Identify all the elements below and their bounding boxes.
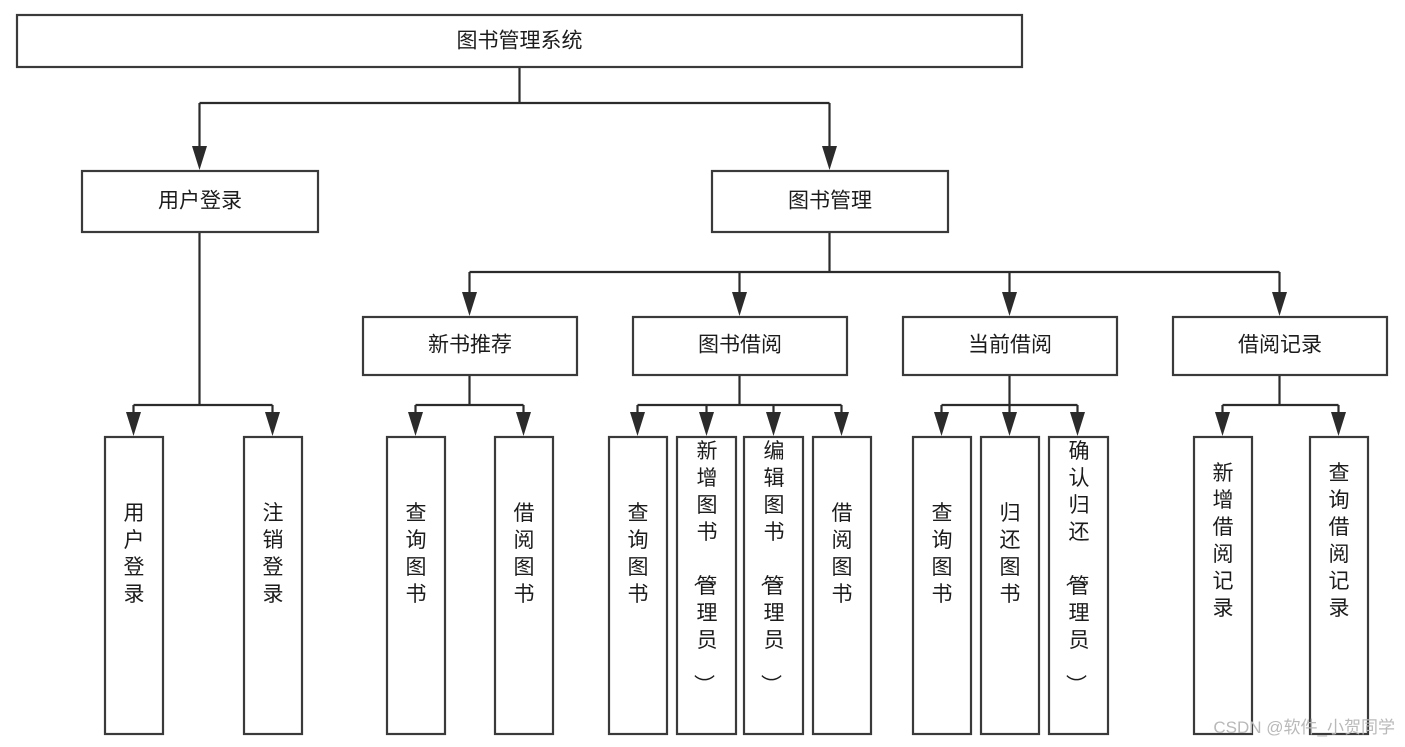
arrow-head-leaf-b2 (699, 412, 714, 436)
node-root-box[interactable] (15, 13, 1024, 69)
leaf-node-current-borrow-3[interactable]: 确认归还（管理员） (1047, 435, 1110, 736)
node-book-manage[interactable]: 图书管理 (710, 169, 950, 234)
arrow-head-leaf-c3 (1070, 412, 1085, 436)
leaf-node-new-book-1-box[interactable] (385, 435, 447, 736)
node-root-label: 图书管理系统 (457, 30, 583, 53)
csdn-watermark: CSDN @软件_小贺同学 (1213, 718, 1395, 737)
arrow-head-leaf-u2 (265, 412, 280, 436)
node-new-book-recommend[interactable]: 新书推荐 (361, 315, 579, 377)
leaf-node-book-borrow-2-box[interactable] (675, 435, 738, 736)
leaf-node-user-login-1-label: 用户登录 (124, 502, 145, 606)
arrow-head-leaf-u1 (126, 412, 141, 436)
node-new-book-recommend-box[interactable] (361, 315, 579, 377)
node-current-borrow[interactable]: 当前借阅 (901, 315, 1119, 377)
leaf-node-user-login-2-box[interactable] (242, 435, 304, 736)
leaf-node-borrow-record-1-label: 新增借阅记录 (1213, 462, 1234, 620)
leaf-node-borrow-record-1-box[interactable] (1192, 435, 1254, 736)
leaf-node-current-borrow-2-label: 归还图书 (1000, 502, 1021, 606)
leaf-node-current-borrow-3-box[interactable] (1047, 435, 1110, 736)
leaf-node-current-borrow-2-box[interactable] (979, 435, 1041, 736)
leaf-node-borrow-record-2-label: 查询借阅记录 (1329, 462, 1350, 620)
leaf-node-book-borrow-1[interactable]: 查询图书 (607, 435, 669, 736)
node-borrow-record[interactable]: 借阅记录 (1171, 315, 1389, 377)
node-book-borrow-box[interactable] (631, 315, 849, 377)
leaf-node-new-book-2-box[interactable] (493, 435, 555, 736)
leaf-node-current-borrow-1-label: 查询图书 (932, 502, 953, 606)
arrow-head-leaf-n1 (408, 412, 423, 436)
node-borrow-record-label: 借阅记录 (1238, 334, 1322, 357)
leaf-node-borrow-record-2-box[interactable] (1308, 435, 1370, 736)
leaf-node-new-book-2-label: 借阅图书 (514, 502, 535, 606)
node-borrow-record-box[interactable] (1171, 315, 1389, 377)
leaf-node-book-borrow-3-box[interactable] (742, 435, 805, 736)
leaf-node-new-book-2[interactable]: 借阅图书 (493, 435, 555, 736)
node-current-borrow-label: 当前借阅 (968, 334, 1052, 357)
node-user-login-box[interactable] (80, 169, 320, 234)
node-book-borrow[interactable]: 图书借阅 (631, 315, 849, 377)
arrow-head-current-borrow (1002, 292, 1017, 316)
node-book-borrow-label: 图书借阅 (698, 334, 782, 357)
arrow-head-leaf-b1 (630, 412, 645, 436)
node-book-manage-box[interactable] (710, 169, 950, 234)
arrow-head-leaf-r1 (1215, 412, 1230, 436)
arrow-head-leaf-c1 (934, 412, 949, 436)
leaf-node-book-borrow-3[interactable]: 编辑图书（管理员） (742, 435, 805, 736)
node-user-login-label: 用户登录 (158, 190, 242, 213)
node-current-borrow-box[interactable] (901, 315, 1119, 377)
leaf-node-user-login-1-box[interactable] (103, 435, 165, 736)
leaf-node-new-book-1-label: 查询图书 (406, 502, 427, 606)
leaf-node-current-borrow-1[interactable]: 查询图书 (911, 435, 973, 736)
leaf-node-current-borrow-3-label: 确认归还（管理员） (1064, 440, 1090, 695)
leaf-node-book-borrow-1-label: 查询图书 (628, 502, 649, 606)
arrow-head-leaf-n2 (516, 412, 531, 436)
arrow-head-borrow-record (1272, 292, 1287, 316)
arrow-head-leaf-b4 (834, 412, 849, 436)
arrow-head-leaf-r2 (1331, 412, 1346, 436)
leaf-node-book-borrow-4-label: 借阅图书 (832, 502, 853, 606)
arrow-head-leaf-b3 (766, 412, 781, 436)
leaf-node-user-login-2-label: 注销登录 (263, 502, 284, 606)
leaf-node-borrow-record-1[interactable]: 新增借阅记录 (1192, 435, 1254, 736)
leaf-node-book-borrow-2-label: 新增图书（管理员） (692, 440, 718, 695)
arrow-head-leaf-c2 (1002, 412, 1017, 436)
leaf-node-book-borrow-3-label: 编辑图书（管理员） (759, 440, 785, 695)
arrow-head-new-book (462, 292, 477, 316)
leaf-node-book-borrow-4[interactable]: 借阅图书 (811, 435, 873, 736)
leaf-node-book-borrow-1-box[interactable] (607, 435, 669, 736)
leaf-node-borrow-record-2[interactable]: 查询借阅记录 (1308, 435, 1370, 736)
connector-layer (126, 67, 1346, 436)
node-book-manage-label: 图书管理 (788, 190, 872, 213)
arrow-head-book-manage (822, 146, 837, 170)
node-new-book-recommend-label: 新书推荐 (428, 334, 512, 357)
arrow-head-book-borrow (732, 292, 747, 316)
leaf-node-book-borrow-2[interactable]: 新增图书（管理员） (675, 435, 738, 736)
leaf-node-user-login-1[interactable]: 用户登录 (103, 435, 165, 736)
leaf-node-book-borrow-4-box[interactable] (811, 435, 873, 736)
node-root[interactable]: 图书管理系统 (15, 13, 1024, 69)
arrow-head-user-login (192, 146, 207, 170)
leaf-node-new-book-1[interactable]: 查询图书 (385, 435, 447, 736)
leaf-node-current-borrow-2[interactable]: 归还图书 (979, 435, 1041, 736)
leaf-node-current-borrow-1-box[interactable] (911, 435, 973, 736)
leaf-node-user-login-2[interactable]: 注销登录 (242, 435, 304, 736)
node-user-login[interactable]: 用户登录 (80, 169, 320, 234)
